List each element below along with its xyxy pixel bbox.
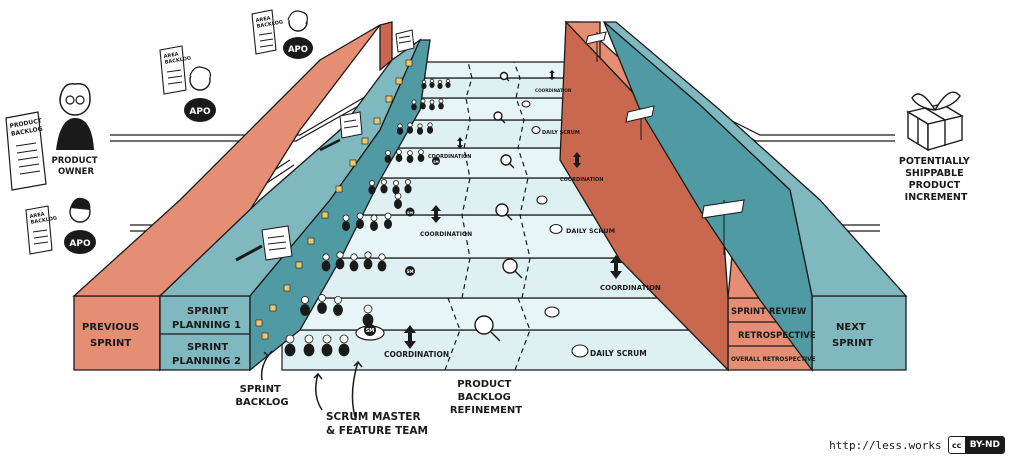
team-row-5	[368, 178, 412, 195]
team-row-8	[411, 98, 444, 111]
sm-badge: SM	[407, 211, 414, 215]
team-row-1	[284, 304, 374, 357]
previous-sprint-label: PREVIOUS SPRINT	[82, 322, 143, 349]
team-row-9	[421, 78, 451, 90]
sticky-notes	[255, 59, 413, 340]
area-backlog-document-icon: AREA BACKLOG	[251, 9, 284, 55]
coordination-label: COORDINATION	[535, 88, 572, 93]
team-row-6	[384, 149, 425, 163]
coordination-label: COORDINATION	[560, 177, 603, 183]
product-owner-label: PRODUCT OWNER	[52, 156, 101, 177]
sm-badge: SM	[366, 328, 375, 334]
speech-bubble-icons	[521, 100, 589, 358]
pbr-label: PRODUCT BACKLOG REFINEMENT	[450, 379, 522, 416]
area-backlog-doc-label: AREA BACKLOG	[163, 49, 191, 65]
license-badge[interactable]: cc BY-ND	[947, 436, 1005, 454]
area-backlog-doc-label: AREA BACKLOG	[29, 209, 57, 225]
feature-team-people	[284, 78, 451, 357]
signpost-icons	[585, 31, 745, 255]
area-product-owner-figure: APO	[64, 197, 96, 254]
sprint-review-label: SPRINT REVIEW	[731, 307, 807, 317]
next-sprint-wall	[602, 21, 908, 372]
sprint-planning-1-label: SPRINT PLANNING 1	[172, 306, 241, 331]
area-backlog-document-icon: AREA BACKLOG	[25, 205, 58, 255]
team-row-4	[341, 192, 402, 231]
site-url-link[interactable]: http://less.works	[829, 438, 942, 452]
glasses-icon	[65, 95, 75, 105]
sprint-planning-2-label: SPRINT PLANNING 2	[172, 342, 241, 367]
footer: http://less.works cc BY-ND	[829, 436, 1005, 454]
backlog-paper-icons	[235, 29, 415, 262]
coordination-label: COORDINATION	[428, 154, 471, 160]
apo-badge: APO	[69, 239, 91, 249]
daily-scrum-markers: DAILY SCRUM DAILY SCRUM DAILY SCRUM	[542, 130, 647, 358]
apo-badge: APO	[189, 107, 211, 117]
creative-commons-icon: cc	[948, 437, 966, 453]
daily-scrum-label: DAILY SCRUM	[566, 227, 615, 235]
team-row-2	[300, 294, 343, 316]
annotation-arrows	[260, 350, 363, 421]
area-product-owner-figure: APO	[283, 10, 313, 59]
potentially-shippable-label: POTENTIALLY SHIPPABLE PRODUCT INCREMENT	[899, 156, 973, 203]
coordination-arrow-icons	[404, 70, 622, 349]
team-row-3	[321, 251, 387, 272]
magnifier-icons	[474, 71, 523, 342]
coordination-label: COORDINATION	[420, 231, 472, 238]
sm-badge: SM	[433, 160, 438, 164]
license-label: BY-ND	[965, 437, 1004, 453]
product-owner-figure	[56, 83, 94, 150]
scrum-master-team-label: SCRUM MASTER & FEATURE TEAM	[326, 411, 428, 437]
daily-scrum-label: DAILY SCRUM	[590, 349, 647, 358]
gift-box-icon	[906, 91, 964, 152]
apo-badge: APO	[288, 45, 308, 55]
sprint-backlog-label: SPRINT BACKLOG	[235, 384, 288, 408]
retrospective-label: RETROSPECTIVE	[738, 331, 816, 341]
overall-retrospective-label: OVERALL RETROSPECTIVE	[731, 357, 816, 363]
area-backlog-doc-label: AREA BACKLOG	[255, 13, 283, 29]
sm-badge: SM	[407, 269, 414, 274]
pbr-chevrons	[444, 61, 531, 371]
daily-scrum-label: DAILY SCRUM	[542, 130, 580, 136]
coordination-label: COORDINATION	[600, 284, 661, 292]
team-row-7	[396, 122, 434, 135]
next-sprint-label: NEXT SPRINT	[832, 322, 873, 349]
area-backlog-document-icon: AREA BACKLOG	[159, 45, 192, 95]
area-product-owner-figure: APO	[184, 66, 216, 122]
coordination-label: COORDINATION	[384, 350, 449, 359]
scrum-master-badges: SM SM SM SM	[355, 157, 440, 341]
coordination-markers: COORDINATION COORDINATION COORDINATION C…	[384, 88, 661, 359]
product-backlog-document-icon: PRODUCT BACKLOG	[5, 111, 47, 191]
